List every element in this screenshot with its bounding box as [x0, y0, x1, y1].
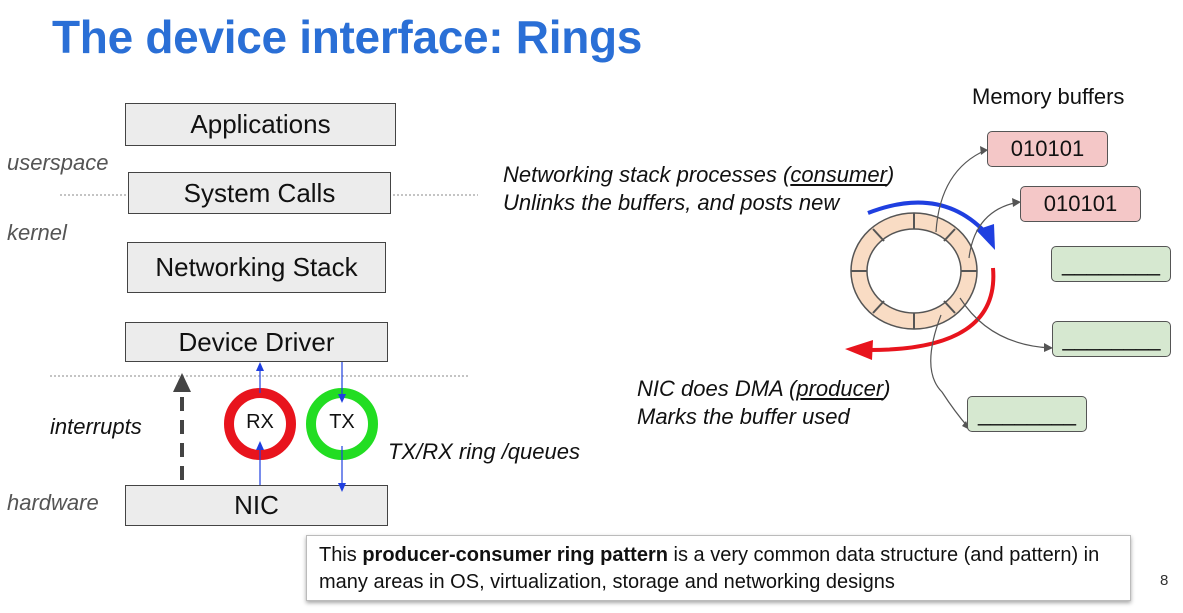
rings-queues-label: TX/RX ring /queues	[388, 439, 580, 464]
tx-label: TX	[329, 411, 355, 433]
note-text-pre: This	[319, 544, 363, 566]
page-number: 8	[1160, 572, 1169, 589]
memory-buffers-label: Memory buffers	[972, 84, 1125, 109]
producer-text-line1: NIC does DMA (producer)	[637, 375, 891, 403]
nic-box: NIC	[125, 485, 388, 526]
consumer-line1-post: )	[886, 162, 895, 187]
buffer-links	[930, 146, 1053, 430]
ring-slot-dividers	[851, 213, 977, 329]
memory-buffer-3-value: ________	[1062, 251, 1160, 276]
applications-label: Applications	[190, 109, 331, 139]
producer-word: producer	[796, 376, 884, 401]
producer-arrow	[869, 267, 996, 352]
memory-buffer-2: 010101	[1020, 186, 1141, 222]
producer-line1-post: )	[883, 376, 891, 401]
consumer-line1-pre: Networking stack processes (	[503, 162, 791, 187]
producer-text-line2: Marks the buffer used	[637, 404, 850, 429]
networking-stack-box: Networking Stack	[127, 242, 386, 293]
consumer-arrow	[867, 200, 987, 234]
ring-buffer-inner	[866, 228, 962, 314]
slide-title: The device interface: Rings	[52, 11, 643, 63]
memory-buffer-1-value: 010101	[1010, 136, 1085, 161]
producer-arrowhead	[845, 340, 873, 360]
interrupts-label: interrupts	[50, 414, 142, 439]
consumer-word: consumer	[790, 162, 887, 187]
tx-arrows	[338, 362, 346, 492]
system-calls-label: System Calls	[183, 177, 336, 208]
applications-box: Applications	[125, 103, 396, 146]
consumer-arrowhead	[976, 224, 995, 250]
interrupt-arrow-head	[173, 373, 191, 392]
rx-label: RX	[246, 411, 274, 433]
userspace-label: userspace	[7, 150, 109, 175]
memory-buffer-4: ________	[1052, 321, 1171, 357]
system-calls-box: System Calls	[128, 172, 391, 214]
device-driver-label: Device Driver	[178, 326, 335, 357]
memory-buffer-1: 010101	[987, 131, 1108, 167]
memory-buffer-5-value: ________	[978, 401, 1076, 426]
note-text-post: is a very common data structure (and pat…	[319, 544, 1100, 593]
consumer-text-line2: Unlinks the buffers, and posts new	[503, 190, 840, 215]
note-text-bold: producer-consumer ring pattern	[362, 544, 668, 566]
hardware-label: hardware	[7, 490, 99, 515]
kernel-label: kernel	[7, 220, 67, 245]
producer-line1-pre: NIC does DMA (	[637, 376, 797, 401]
memory-buffer-3: ________	[1051, 246, 1171, 282]
memory-buffer-5: ________	[967, 396, 1087, 432]
memory-buffer-4-value: ________	[1062, 326, 1161, 351]
nic-label: NIC	[234, 490, 279, 520]
consumer-text-line1: Networking stack processes (consumer)	[503, 161, 894, 189]
pattern-note: This producer-consumer ring pattern is a…	[306, 535, 1131, 601]
device-driver-box: Device Driver	[125, 322, 388, 362]
memory-buffer-2-value: 010101	[1043, 191, 1118, 216]
rx-arrows	[256, 362, 264, 485]
networking-stack-label: Networking Stack	[155, 252, 358, 282]
